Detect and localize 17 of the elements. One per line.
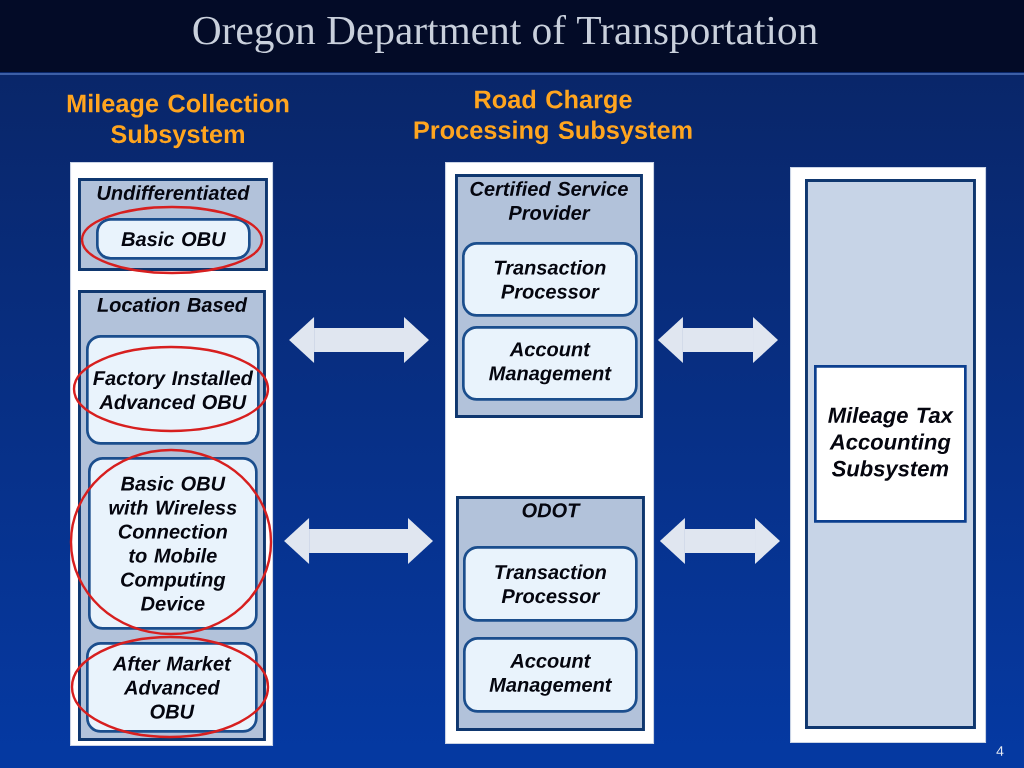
page-number: 4: [996, 746, 1004, 756]
double-arrow: [659, 518, 780, 564]
subsystem-box: Mileage Tax Accounting Subsystem: [814, 365, 967, 523]
component-box: Account Management: [462, 326, 638, 401]
component-box: Factory Installed Advanced OBU: [86, 335, 260, 445]
component-box: Basic OBU: [96, 218, 251, 260]
double-arrow: [289, 317, 429, 363]
component-box: Transaction Processor: [463, 546, 638, 622]
subsystem-heading: Mileage Collection Subsystem: [67, 93, 289, 149]
component-box: After Market Advanced OBU: [86, 642, 258, 733]
component-box: Transaction Processor: [462, 242, 638, 317]
subsystem-heading: Road Charge Processing Subsystem: [414, 89, 692, 145]
component-box: Account Management: [463, 637, 638, 713]
double-arrow: [284, 518, 433, 564]
double-arrow: [657, 317, 778, 363]
component-box: Basic OBU with Wireless Connection to Mobile Computing Device: [88, 457, 258, 630]
title-banner: Oregon Department of Transportation: [0, 0, 1024, 72]
